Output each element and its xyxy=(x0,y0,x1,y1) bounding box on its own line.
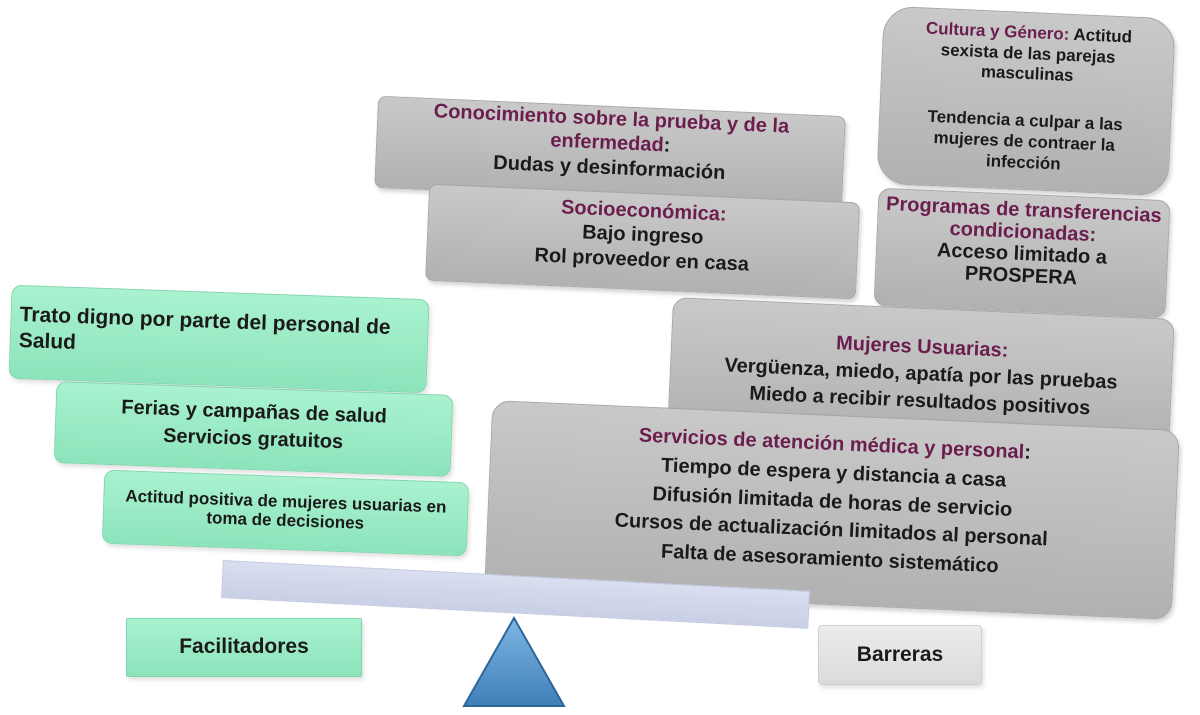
conocimiento-heading: Conocimiento sobre la prueba y de la enf… xyxy=(433,100,790,157)
facilitator-trato-digno: Trato digno por parte del personal de Sa… xyxy=(8,284,430,394)
barreras-label: Barreras xyxy=(818,625,982,685)
servicios-colon: : xyxy=(1023,441,1032,464)
fulcrum-triangle-icon xyxy=(462,615,566,707)
cultura-text-2: Tendencia a culpar a las mujeres de cont… xyxy=(927,106,1124,174)
barrier-programas: Programas de transferencias condicionada… xyxy=(873,187,1171,319)
facilitadores-label: Facilitadores xyxy=(126,618,362,677)
actitud-text: Actitud positiva de mujeres usuarias en … xyxy=(125,486,447,533)
barrier-socioeconomica: Socioeconómica: Bajo ingreso Rol proveed… xyxy=(425,183,860,300)
conocimiento-colon: : xyxy=(663,134,671,158)
barrier-cultura-genero: Cultura y Género: Actitud sexista de las… xyxy=(876,5,1176,197)
facilitator-ferias: Ferias y campañas de salud Servicios gra… xyxy=(53,381,454,477)
facilitator-actitud: Actitud positiva de mujeres usuarias en … xyxy=(101,469,470,557)
trato-text: Trato digno por parte del personal de Sa… xyxy=(18,303,391,355)
